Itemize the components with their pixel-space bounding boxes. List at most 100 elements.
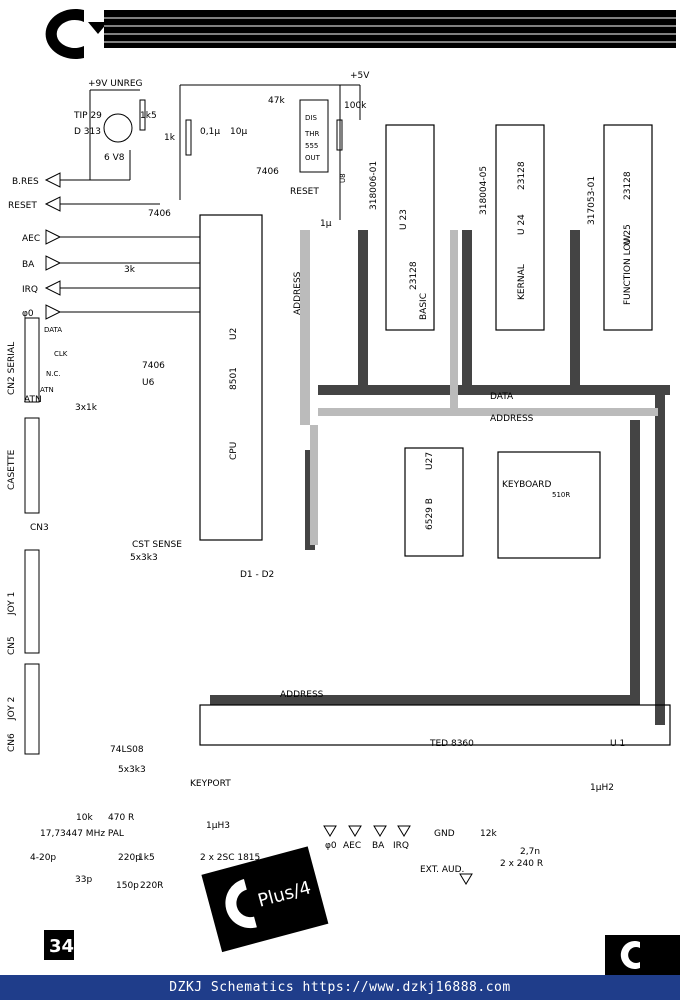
r1k5b-label: 1k5 — [138, 853, 155, 863]
plus4-logo: Plus/4 — [201, 846, 329, 953]
ls08-label: 74LS08 — [110, 745, 144, 755]
c10u-label: 10μ — [230, 127, 247, 137]
bottom-phi0: φ0 — [325, 841, 337, 851]
header-logo — [45, 9, 108, 59]
cn2-serial-label: CN2 SERIAL — [7, 342, 17, 395]
ted-ref: U 1 — [610, 739, 625, 749]
l1uh3-label: 1μH3 — [206, 821, 230, 831]
r-1k5-label: 1k5 — [140, 111, 157, 121]
c150p-label: 150p — [116, 881, 139, 891]
cn6-label: CN6 — [7, 733, 17, 752]
gate-7406-top: 7406 — [256, 167, 279, 177]
crystal-label: 17,73447 MHz PAL — [40, 829, 124, 839]
cpu-part: 8501 — [229, 367, 239, 390]
page-number-box — [44, 930, 74, 960]
u27-ref: U27 — [425, 452, 435, 470]
sc1815-label: 2 x 2SC 1815 — [200, 853, 260, 863]
footer-watermark: DZKJ Schematics https://www.dzkj16888.co… — [0, 975, 680, 1000]
zener-label: 6 V8 — [104, 153, 125, 163]
rom-u25 — [603, 124, 653, 331]
u6-ref: U6 — [142, 378, 155, 388]
c33p-label: 33p — [75, 875, 92, 885]
r3x1k-label: 3x1k — [75, 403, 98, 413]
signal-bres: B.RES — [12, 177, 39, 187]
signal-irq: IRQ — [22, 285, 38, 295]
r470-label: 470 R — [108, 813, 134, 823]
ted-part: TED 8360 — [429, 739, 474, 749]
u24-code: 318004-05 — [479, 166, 489, 215]
r220r-label: 220R — [140, 881, 163, 891]
atn-label: ATN — [24, 395, 42, 405]
bus-bars — [210, 230, 670, 725]
serial-clk-label: CLK — [54, 350, 68, 358]
u23-label: BASIC — [419, 293, 429, 320]
r1k-label: 1k — [164, 133, 176, 143]
data-bus-label: DATA — [490, 392, 514, 402]
joy1-label: JOY 1 — [7, 592, 17, 616]
bottom-irq: IRQ — [393, 841, 409, 851]
r10k-label: 10k — [76, 813, 93, 823]
u25-code: 317053-01 — [587, 176, 597, 225]
d313-label: D 313 — [74, 127, 101, 137]
u25-ref: U 25 — [623, 224, 633, 245]
signal-aec: AEC — [22, 234, 40, 244]
rom-u24 — [495, 124, 545, 331]
keyboard-label: KEYBOARD — [502, 480, 551, 490]
serial-nc-label: N.C. — [46, 370, 61, 378]
u8-ref: U8 — [339, 173, 347, 183]
r3k-label: 3k — [124, 265, 136, 275]
u24-part: 23128 — [517, 161, 527, 190]
joy2-connector — [24, 663, 40, 755]
casette-connector — [24, 417, 40, 514]
u24-label: KERNAL — [517, 264, 527, 300]
cn5-label: CN5 — [7, 636, 17, 655]
power-9v-label: +9V UNREG — [88, 79, 143, 89]
rom-u23 — [385, 124, 435, 331]
u8-dis: DIS — [305, 114, 317, 122]
joy1-connector — [24, 549, 40, 654]
corner-logo — [605, 935, 680, 975]
cpu-chip — [199, 214, 263, 541]
address-bus-label-3: ADDRESS — [280, 690, 324, 700]
bottom-signal-arrows — [323, 825, 473, 885]
u25-part: 23128 — [623, 171, 633, 200]
r100k-label: 100k — [344, 101, 367, 111]
gnd-label: GND — [434, 829, 455, 839]
u23-part: 23128 — [409, 261, 419, 290]
c220p-label: 220p — [118, 853, 141, 863]
u23-code: 318006-01 — [369, 161, 379, 210]
serial-atn-label: ATN — [40, 386, 54, 394]
serial-data-label: DATA — [44, 326, 62, 334]
u8-555: 555 — [305, 142, 318, 150]
u25-label: FUNCTION LOW — [623, 235, 633, 305]
r5x3k3a-label: 5x3k3 — [130, 553, 158, 563]
bottom-aec: AEC — [343, 841, 361, 851]
u27-part: 6529 B — [425, 498, 435, 530]
page-number: 34 — [49, 936, 74, 957]
c1u-label: 1μ — [320, 219, 332, 229]
u27-chip — [404, 447, 464, 557]
gate-7406-u6: 7406 — [142, 361, 165, 371]
d1d2-label: D1 - D2 — [240, 570, 274, 580]
r12k-label: 12k — [480, 829, 497, 839]
u23-ref: U 23 — [399, 209, 409, 230]
cpu-ref: U2 — [229, 328, 239, 340]
reset-button-label: RESET — [290, 187, 319, 197]
signal-phi0: φ0 — [22, 309, 34, 319]
tip29-label: TIP 29 — [73, 111, 102, 121]
r5x3k3b-label: 5x3k3 — [118, 765, 146, 775]
power-5v-label: +5V — [350, 71, 370, 81]
u8-thr: THR — [304, 130, 320, 138]
cn2-connector — [24, 317, 40, 403]
l1uh2-label: 1μH2 — [590, 783, 614, 793]
bottom-ba: BA — [372, 841, 385, 851]
keyboard-block — [497, 451, 601, 559]
signal-ba: BA — [22, 260, 35, 270]
c27n-label: 2,7n — [520, 847, 540, 857]
joy2-label: JOY 2 — [7, 697, 17, 721]
c420p-label: 4-20p — [30, 853, 56, 863]
address-bus-label-2: ADDRESS — [490, 414, 534, 424]
gate-7406-mid: 7406 — [148, 209, 171, 219]
left-signal-arrows — [44, 172, 200, 320]
ext-aud-label: EXT. AUD. — [420, 865, 464, 875]
